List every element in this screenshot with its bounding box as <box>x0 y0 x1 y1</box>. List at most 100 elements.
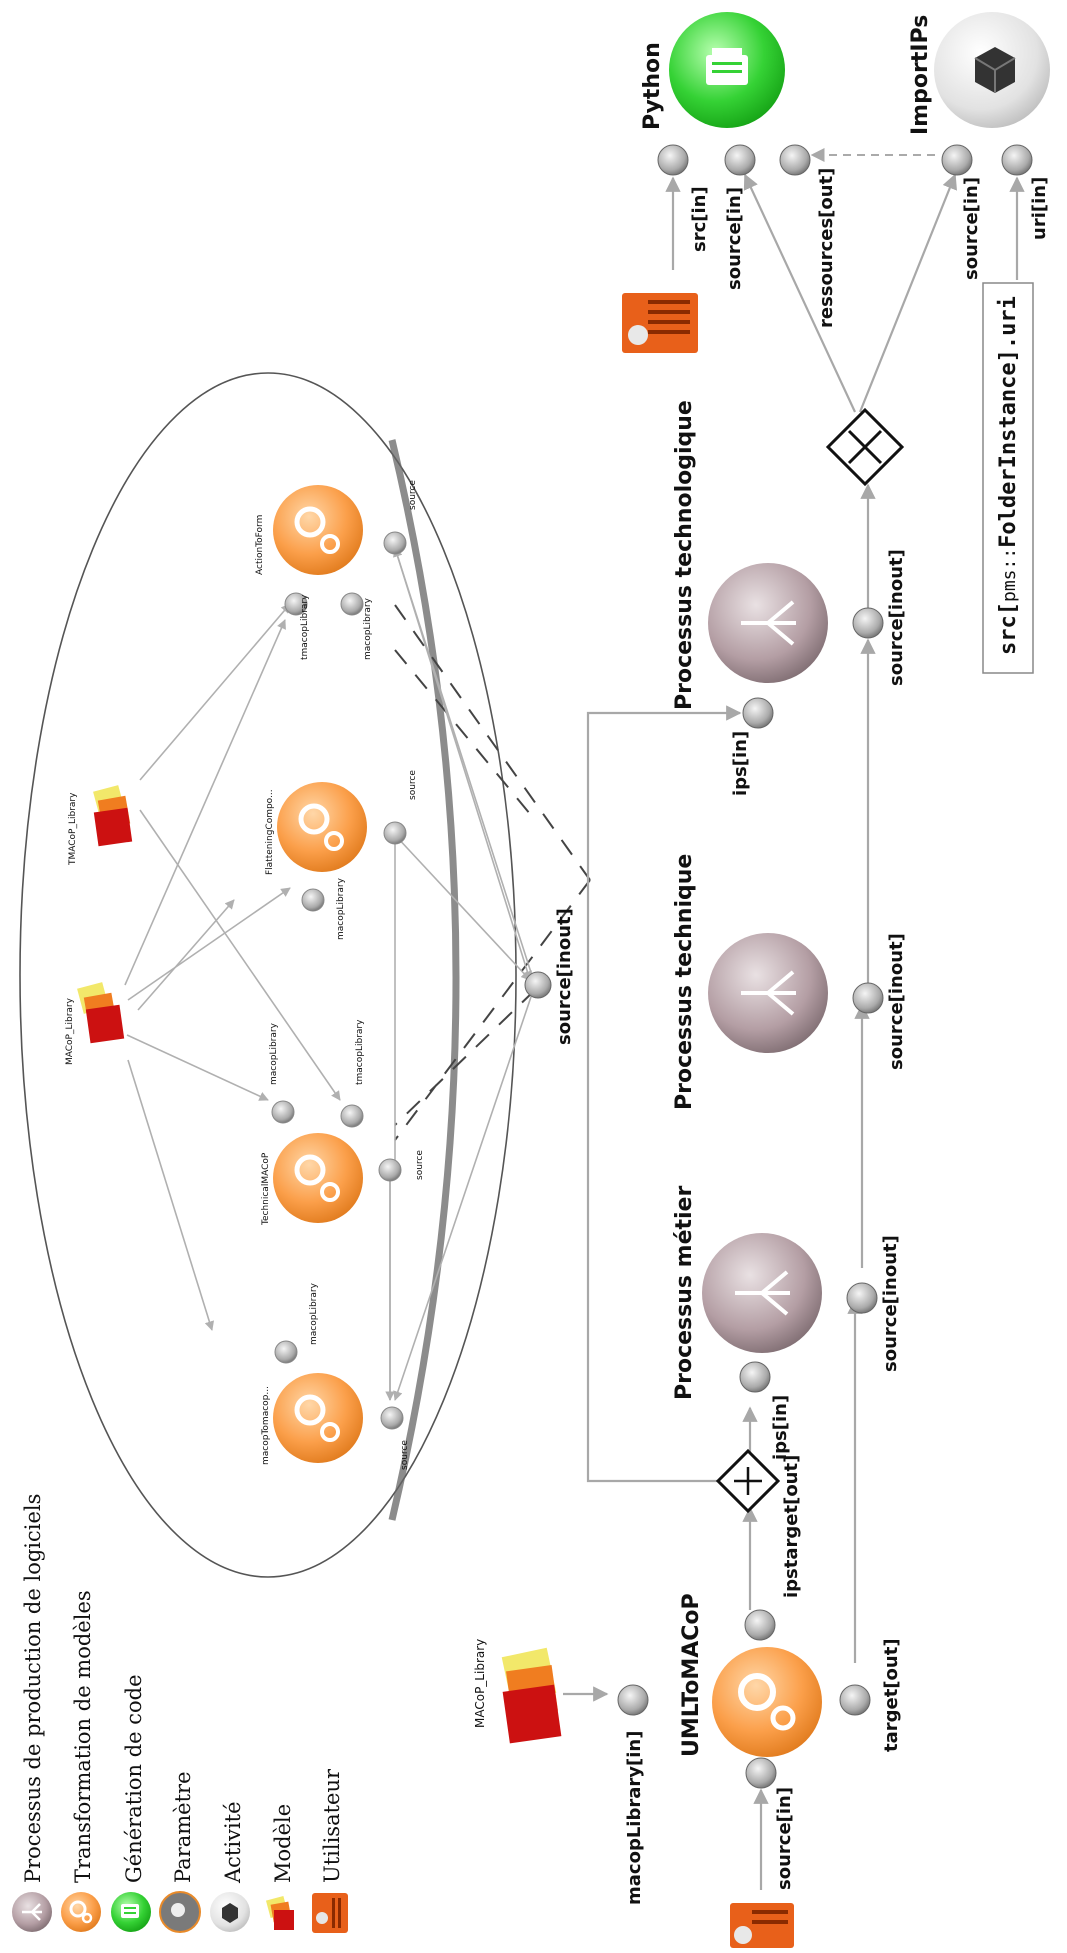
zoom-port-label: source <box>415 1150 425 1180</box>
port-icon[interactable] <box>657 144 689 176</box>
processus-metier-node[interactable] <box>702 1233 822 1353</box>
uri-path-ns: pms:: <box>999 548 1020 602</box>
port-label: source[in] <box>724 187 745 290</box>
legend-label-activity: Activité <box>221 1801 245 1884</box>
zoom-port-label: macopLibrary <box>336 877 346 940</box>
port-icon[interactable] <box>380 1406 404 1430</box>
main-ports <box>617 144 1033 1789</box>
port-label: source[inout] <box>886 549 907 686</box>
port-label: src[in] <box>689 186 710 252</box>
zoom-node-macoptomacop[interactable] <box>273 1373 363 1463</box>
port-label: source[inout] <box>886 933 907 1070</box>
port-icon[interactable] <box>839 1684 871 1716</box>
port-icon[interactable] <box>271 1100 295 1124</box>
code-generation-icon <box>111 1892 151 1932</box>
user-icon[interactable] <box>622 293 698 353</box>
zoom-node-technicalmacop[interactable] <box>273 1133 363 1223</box>
port-icon[interactable] <box>941 144 973 176</box>
model-icon[interactable] <box>501 1647 562 1744</box>
zoom-edges <box>124 547 536 1401</box>
processus-technique-label: Processus technique <box>672 854 697 1110</box>
importips-node[interactable] <box>934 12 1050 128</box>
port-icon[interactable] <box>383 821 407 845</box>
zoom-port-label: source[inout] <box>554 908 575 1045</box>
zoom-node-flatteningcompo[interactable] <box>277 782 367 872</box>
port-icon[interactable] <box>744 1609 776 1641</box>
zoom-node-label: ActionToForm <box>255 515 265 575</box>
xor-gate-icon[interactable] <box>715 1448 781 1514</box>
uri-path-src: src[ <box>996 602 1021 655</box>
port-label: ips[in] <box>730 731 751 796</box>
zoom-node-actiontoform[interactable] <box>273 485 363 575</box>
zoom-port-label: source <box>408 770 418 800</box>
port-icon[interactable] <box>852 607 884 639</box>
port-label: source[inout] <box>880 1235 901 1372</box>
port-label: ips[in] <box>770 1395 791 1460</box>
processus-metier-label: Processus métier <box>672 1186 697 1400</box>
port-icon[interactable] <box>378 1158 402 1182</box>
model-icon <box>265 1895 294 1930</box>
port-label: source[in] <box>961 177 982 280</box>
zoom-node-label: FlatteningCompo... <box>265 789 275 875</box>
legend-label-code-generation: Génération de code <box>122 1674 146 1883</box>
activity-icon <box>210 1892 250 1932</box>
zoom-port-label: macopLibrary <box>309 1282 319 1345</box>
port-icon[interactable] <box>524 971 552 999</box>
zoom-port-label: tmacopLibrary <box>355 1019 365 1085</box>
port-label: target[out] <box>881 1638 902 1752</box>
user-icon[interactable] <box>730 1903 794 1948</box>
legend-label-user: Utilisateur <box>320 1768 344 1883</box>
port-icon[interactable] <box>617 1684 649 1716</box>
port-label: ipstarget[out] <box>781 1455 802 1598</box>
port-icon[interactable] <box>284 592 308 616</box>
port-icon[interactable] <box>779 144 811 176</box>
processus-technologique-label: Processus technologique <box>672 400 697 710</box>
python-label: Python <box>640 42 665 130</box>
xor-gate-icon[interactable] <box>825 407 905 487</box>
process-icon <box>12 1892 52 1932</box>
model-label: MACoP_Library <box>473 1639 487 1728</box>
legend-label-parameter: Paramètre <box>171 1771 195 1883</box>
zoom-port-label: macopLibrary <box>269 1022 279 1085</box>
main-labels: UMLToMACoP Processus métier Processus te… <box>624 15 1050 1905</box>
zoom-model-tmacop-library[interactable] <box>93 785 133 847</box>
umltomacop-label: UMLToMACoP <box>679 1593 704 1757</box>
zoom-port-label: tmacopLibrary <box>300 594 310 660</box>
port-icon[interactable] <box>1001 144 1033 176</box>
port-icon[interactable] <box>852 982 884 1014</box>
port-icon[interactable] <box>846 1282 878 1314</box>
zoom-ports <box>271 531 552 1430</box>
uri-path-rest: FolderInstance].uri <box>996 296 1021 548</box>
uri-path-box[interactable] <box>982 282 1034 674</box>
port-icon[interactable] <box>745 1757 777 1789</box>
legend-label-process: Processus de production de logiciels <box>21 1494 45 1883</box>
zoom-panel: macopTomacop... TechnicalMACoP Flattenin… <box>19 372 591 1578</box>
port-icon[interactable] <box>739 1361 771 1393</box>
port-icon[interactable] <box>340 1104 364 1128</box>
port-icon[interactable] <box>301 888 325 912</box>
port-label: ressources[out] <box>816 168 837 328</box>
processus-technique-node[interactable] <box>708 933 828 1053</box>
port-icon[interactable] <box>340 592 364 616</box>
transformation-icon <box>61 1892 101 1932</box>
port-label: source[in] <box>774 1787 795 1890</box>
zoom-node-label: TechnicalMACoP <box>261 1152 271 1226</box>
port-icon[interactable] <box>742 697 774 729</box>
zoom-node-label: macopTomacop... <box>261 1386 271 1465</box>
main-edges <box>563 148 1025 1890</box>
port-icon[interactable] <box>274 1340 298 1364</box>
port-icon[interactable] <box>724 144 756 176</box>
zoom-model-label: MACoP_Library <box>65 997 75 1065</box>
legend: Processus de production de logiciels Tra… <box>12 1494 348 1933</box>
uri-path-label: src[pms::FolderInstance].uri <box>996 296 1021 655</box>
zoom-port-label: macopLibrary <box>363 597 373 660</box>
parameter-icon <box>159 1891 201 1933</box>
port-label: macopLibrary[in] <box>624 1731 645 1905</box>
umltomacop-node[interactable] <box>712 1647 822 1757</box>
port-icon[interactable] <box>383 531 407 555</box>
python-node[interactable] <box>669 12 785 128</box>
processus-technologique-node[interactable] <box>708 563 828 683</box>
zoom-model-macop-library[interactable] <box>77 982 125 1044</box>
